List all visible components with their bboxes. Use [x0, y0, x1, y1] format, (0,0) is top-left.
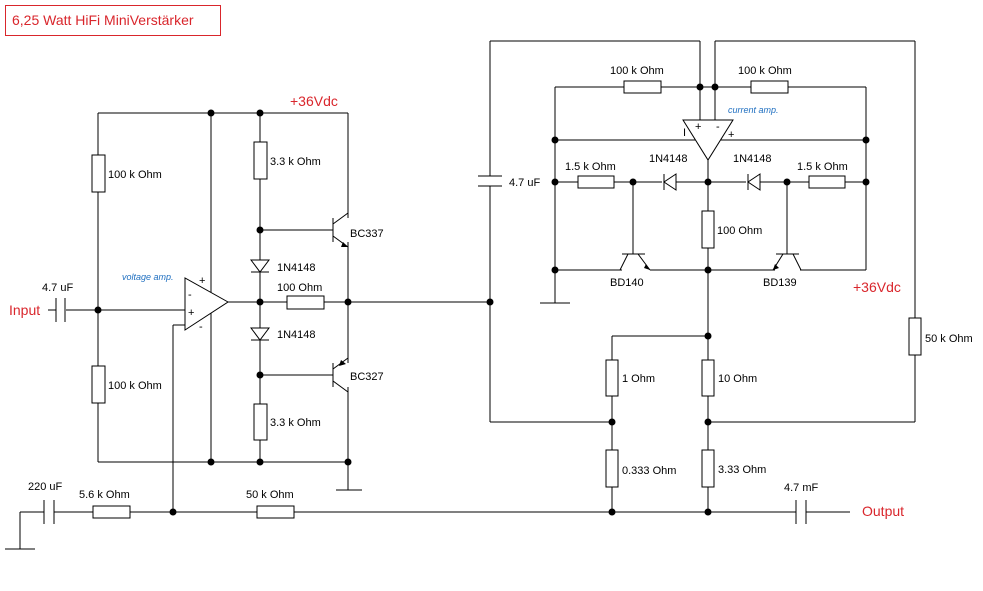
current-amp-label: current amp.: [728, 105, 779, 115]
opamp-left-pin-minus: -: [188, 289, 192, 301]
opamp-left-pin-plus: +: [188, 307, 194, 319]
resistor-1k5-left: [577, 175, 615, 189]
opamp-right-pin-plus: +: [695, 121, 701, 133]
label-r-100k-b: 100 k Ohm: [738, 65, 792, 77]
label-r-100: 100 Ohm: [277, 282, 322, 294]
title-frame: 6,25 Watt HiFi MiniVerstärker: [5, 5, 221, 36]
label-c-47-mid: 4.7 uF: [509, 177, 540, 189]
label-r-50k-r: 50 k Ohm: [925, 333, 973, 345]
schematic-title: 6,25 Watt HiFi MiniVerstärker: [12, 12, 194, 28]
diode-1n4148-bottom: [250, 327, 270, 341]
resistor-1-ohm: [605, 359, 619, 397]
resistor-100k-b: [750, 80, 789, 94]
resistor-10-ohm: [701, 359, 715, 397]
label-r-333: 3.33 Ohm: [718, 464, 766, 476]
resistor-3k3-top: [253, 141, 268, 180]
resistor-100-ohm: [286, 295, 325, 310]
output-label: Output: [862, 503, 904, 519]
label-r-1: 1 Ohm: [622, 373, 655, 385]
voltage-amp-opamp: [184, 277, 229, 331]
label-r-33k-top: 3.3 k Ohm: [270, 156, 321, 168]
label-r-56k: 5.6 k Ohm: [79, 489, 130, 501]
resistor-1k5-right: [808, 175, 846, 189]
diode-1n4148-right2: [747, 173, 761, 191]
resistor-100k-top: [91, 154, 106, 193]
resistor-5k6: [92, 505, 131, 519]
resistor-50k-right: [908, 317, 922, 356]
capacitor-4-7mf: [795, 500, 807, 524]
supply-right-label: +36Vdc: [853, 279, 901, 295]
label-d-top: 1N4148: [277, 262, 316, 274]
input-capacitor: [55, 298, 66, 322]
label-c-47mf: 4.7 mF: [784, 482, 819, 494]
resistor-100-mid: [701, 210, 715, 249]
diode-1n4148-top: [250, 259, 270, 273]
label-r-100-mid: 100 Ohm: [717, 225, 762, 237]
label-r-100k-a: 100 k Ohm: [610, 65, 664, 77]
label-q-bd139: BD139: [763, 277, 797, 289]
label-r-15k-r: 1.5 k Ohm: [797, 161, 848, 173]
supply-left-label: +36Vdc: [290, 93, 338, 109]
label-q-bd140: BD140: [610, 277, 644, 289]
input-label: Input: [9, 302, 40, 318]
resistor-100k-bottom: [91, 365, 106, 404]
opamp-right-pin-i-left: I: [683, 127, 686, 139]
label-d-right2: 1N4148: [733, 153, 772, 165]
label-c-in: 4.7 uF: [42, 282, 73, 294]
label-r-15k-l: 1.5 k Ohm: [565, 161, 616, 173]
transistor-bd140: [619, 253, 651, 271]
voltage-amp-label: voltage amp.: [122, 272, 174, 282]
label-r-33k-bot: 3.3 k Ohm: [270, 417, 321, 429]
label-q-bc337: BC337: [350, 228, 384, 240]
diode-1n4148-left2: [663, 173, 677, 191]
opamp-left-pin-minus-bottom: -: [199, 321, 203, 333]
capacitor-220uf: [43, 500, 55, 524]
wires-right: [489, 40, 916, 512]
label-d-left2: 1N4148: [649, 153, 688, 165]
label-c-220: 220 uF: [28, 481, 63, 493]
junction-dots: [94, 83, 870, 516]
current-amp-opamp: [682, 119, 734, 161]
label-q-bc327: BC327: [350, 371, 384, 383]
opamp-right-pin-plus-right: +: [728, 129, 734, 141]
resistor-50k-feedback: [256, 505, 295, 519]
resistor-100k-a: [623, 80, 662, 94]
transistor-bc327: [332, 357, 349, 393]
transistor-bc337: [332, 212, 349, 248]
wires-left: [5, 112, 850, 550]
label-r-bias-top: 100 k Ohm: [108, 169, 162, 181]
label-r-10: 10 Ohm: [718, 373, 757, 385]
label-r-50k-fb: 50 k Ohm: [246, 489, 294, 501]
label-d-bot: 1N4148: [277, 329, 316, 341]
label-r-0333: 0.333 Ohm: [622, 465, 676, 477]
opamp-left-pin-plus-top: +: [199, 275, 205, 287]
resistor-3-33-ohm: [701, 449, 715, 488]
resistor-3k3-bottom: [253, 403, 268, 441]
resistor-0-333-ohm: [605, 449, 619, 488]
capacitor-4-7uf-mid: [478, 175, 502, 187]
opamp-right-pin-minus: -: [716, 121, 720, 133]
label-r-bias-bot: 100 k Ohm: [108, 380, 162, 392]
transistor-bd139: [772, 253, 802, 271]
